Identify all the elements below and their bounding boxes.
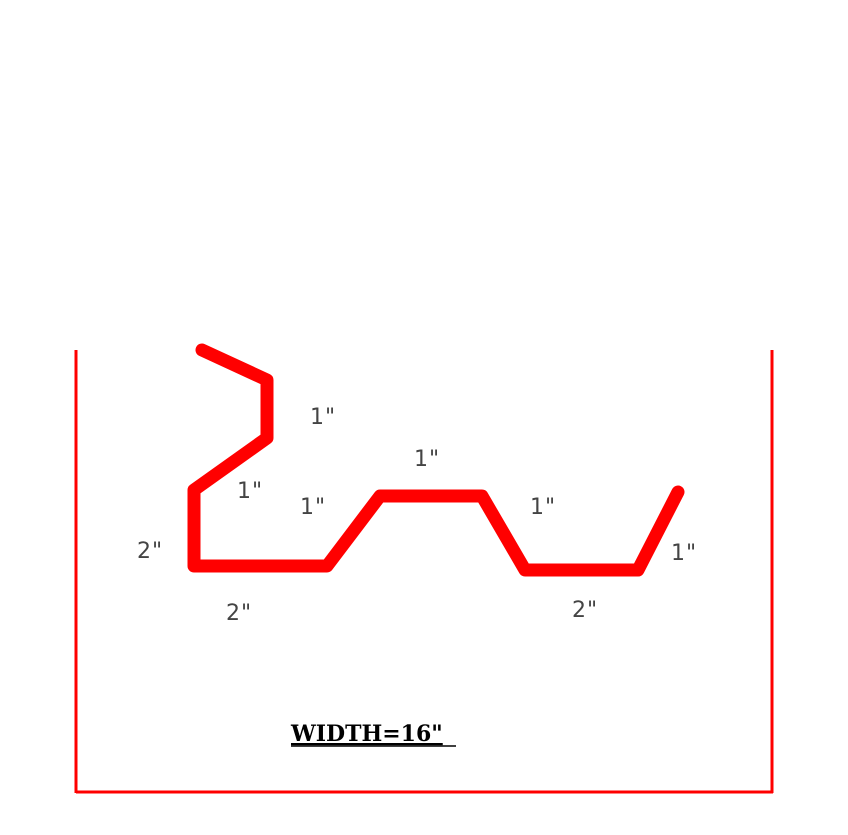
drawing-frame [74, 350, 774, 794]
dimension-left-wall-height: 2" [137, 539, 163, 564]
dimension-first-fall: 1" [530, 495, 556, 520]
panel-profile-line [187, 343, 685, 577]
dimension-top-flat: 1" [414, 447, 440, 472]
dimension-upper-diagonal: 1" [310, 405, 336, 430]
dimension-first-rise: 1" [300, 495, 326, 520]
dimension-end-rise: 1" [671, 541, 697, 566]
dimension-bottom-right-flat: 2" [572, 598, 598, 623]
dimension-lower-diagonal: 1" [237, 479, 263, 504]
width-label: WIDTH=16" [290, 721, 443, 747]
dimension-bottom-left-flat: 2" [226, 601, 252, 626]
